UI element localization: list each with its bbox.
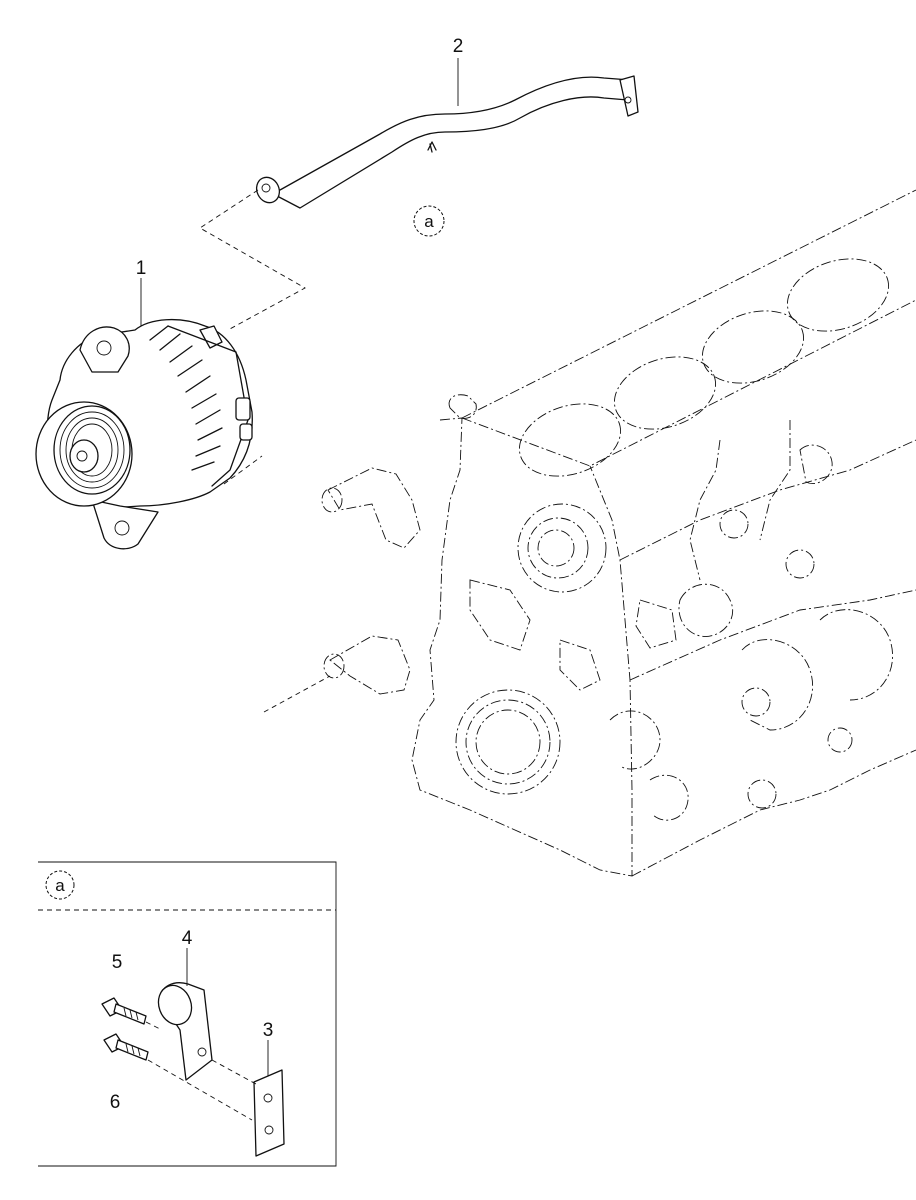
callout-6: 6 xyxy=(110,1092,121,1113)
callout-4: 4 xyxy=(182,928,193,949)
detail-inset: a xyxy=(38,861,337,1167)
callout-1: 1 xyxy=(136,258,147,279)
bolt-part-5 xyxy=(101,997,147,1025)
bracket-part-3 xyxy=(253,1040,285,1157)
callout-3: 3 xyxy=(263,1020,274,1041)
clamp-part-4 xyxy=(157,948,213,1081)
pipe-part-2 xyxy=(255,58,639,209)
inset-marker-label: a xyxy=(55,876,65,895)
callout-5: 5 xyxy=(112,952,123,973)
detail-marker-a: a xyxy=(413,205,445,237)
leader-line-block xyxy=(263,675,331,713)
leader-line-alternator xyxy=(223,455,263,485)
detail-marker-label: a xyxy=(424,212,434,231)
leader-line-pipe xyxy=(199,189,306,331)
callout-2: 2 xyxy=(453,36,464,57)
alternator-part-1 xyxy=(35,278,253,550)
bolt-part-6 xyxy=(103,1033,149,1061)
engine-block xyxy=(321,189,916,877)
